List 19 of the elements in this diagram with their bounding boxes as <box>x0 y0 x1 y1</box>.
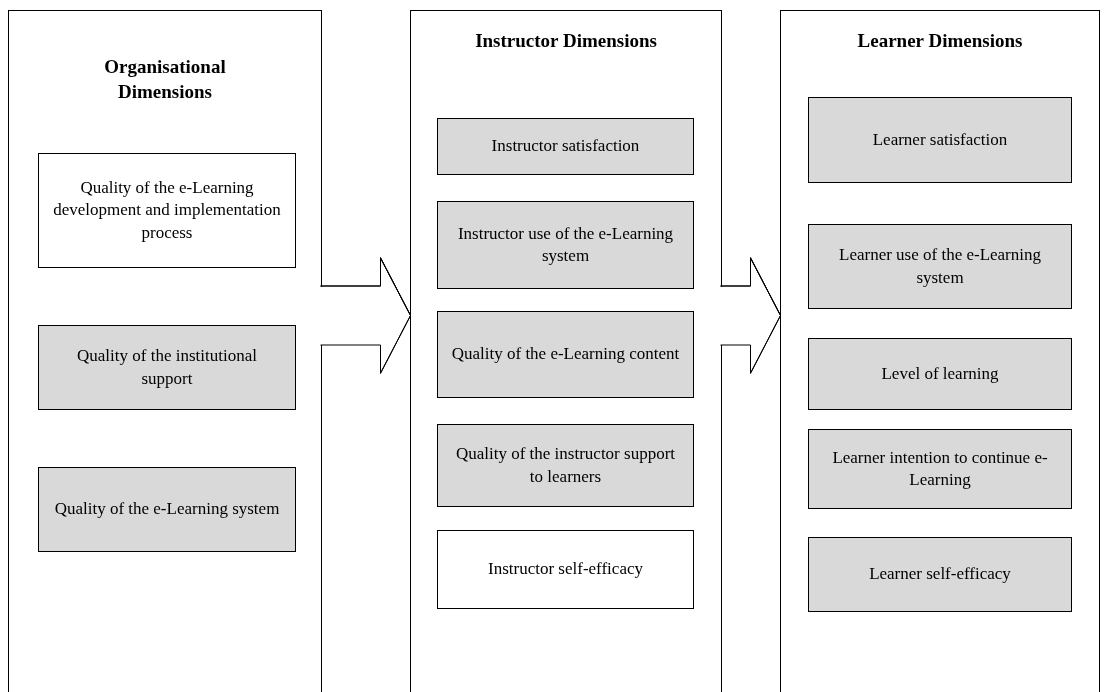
dimension-panel <box>780 10 1100 692</box>
dimension-panel <box>8 10 322 692</box>
panel-heading: Learner Dimensions <box>856 29 1024 53</box>
panel-heading: Organisational Dimensions <box>103 55 227 104</box>
dimension-panel <box>410 10 722 692</box>
shaded-box: Instructor use of the e-Learning system <box>437 201 694 289</box>
shaded-box: Instructor satisfaction <box>437 118 694 175</box>
shaded-box: Level of learning <box>808 338 1072 410</box>
outcome-box: Instructor self-efficacy <box>437 530 694 609</box>
shaded-box: Quality of the institutional support <box>38 325 296 410</box>
shaded-box: Learner self-efficacy <box>808 537 1072 612</box>
shaded-box: Learner use of the e-Learning system <box>808 224 1072 309</box>
shaded-box: Quality of the instructor support to learners <box>437 424 694 507</box>
outcome-box: Quality of the e-Learning development and implementation process <box>38 153 296 268</box>
panel-heading: Instructor Dimensions <box>474 29 658 53</box>
shaded-box: Learner satisfaction <box>808 97 1072 183</box>
shaded-box: Quality of the e-Learning system <box>38 467 296 552</box>
shaded-box: Learner intention to continue e-Learning <box>808 429 1072 509</box>
shaded-box: Quality of the e-Learning content <box>437 311 694 398</box>
